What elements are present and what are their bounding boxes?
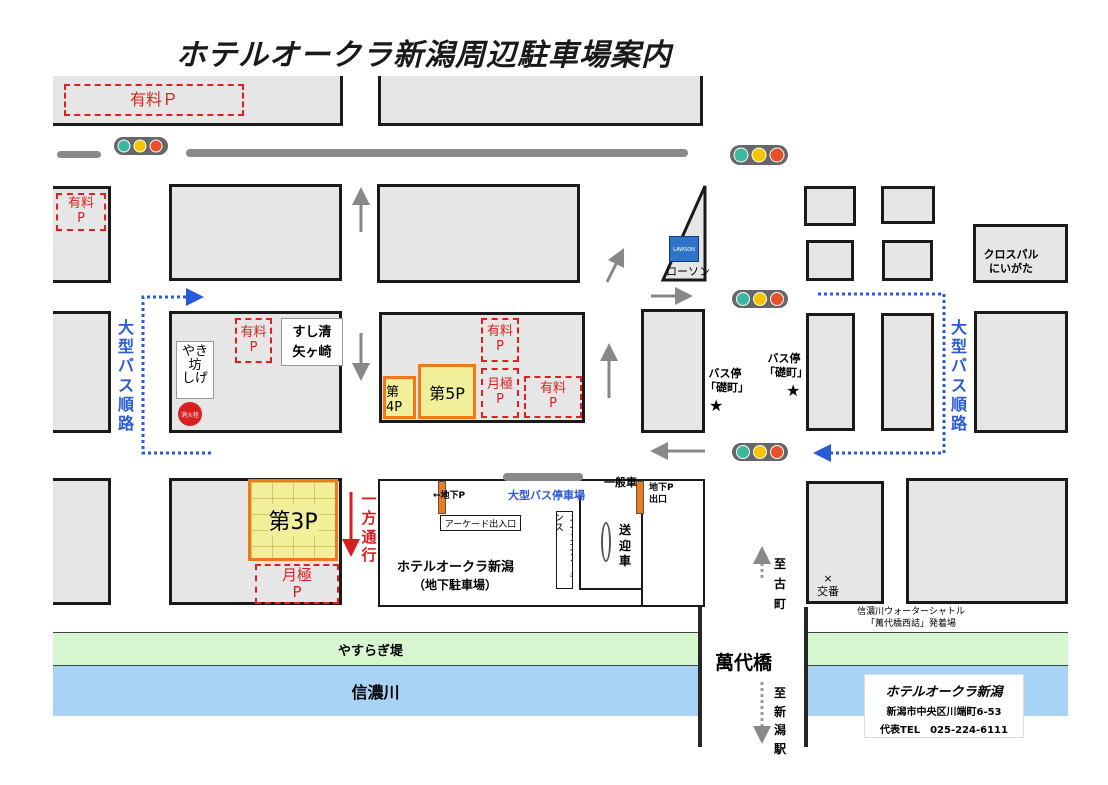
bus-stop-label: バス停「礎町」 [764,352,808,380]
block-small [806,240,854,281]
lawson-logo-icon: LAWSON [669,236,699,262]
bridge-rail-left [698,607,702,747]
yakibo-sign: やき坊しげ [176,341,214,399]
traffic-light-icon [730,145,788,165]
bus-stop-label: バス停「礎町」 [705,367,749,395]
koban-label: ×交番 [817,572,839,598]
road-median [57,151,101,158]
underground-parking-entrance-label: ←地下P [433,491,466,501]
direction-furumachi: 至古町 [773,557,786,611]
block-small [882,240,933,281]
hotel-info-box: ホテルオークラ新潟 新潟市中央区川端町6-53 代表TEL 025-224-61… [864,674,1024,738]
block-small [881,186,935,224]
block-top-right [378,76,703,126]
traffic-light-icon [114,137,168,155]
yasuragi-embankment-right [808,632,1068,666]
yasuragi-embankment: やすらぎ堤 [53,632,698,666]
hotel-name: ホテルオークラ新潟 [397,560,515,575]
crosspal-block [973,224,1068,283]
page-title: ホテルオークラ新潟周辺駐車場案内 [176,38,672,73]
shinano-river: 信濃川 [53,666,698,716]
bus-route-label-right: 大型バス順路 [950,318,967,433]
koban-block [806,481,884,604]
block-row3-e [881,313,934,431]
main-entrance: メインエントランス [556,511,573,589]
crosspal-label: クロスパルにいがた [983,248,1039,276]
bus-lot-label: 大型バス停車場 [508,489,585,502]
pickup-oval-icon [601,522,611,562]
arcade-entrance: アーケード出入口 [440,515,521,531]
hotel-block [378,479,705,607]
block-row3-c [641,309,705,433]
sushi-sign: すし清矢ヶ崎 [281,318,343,366]
road-median [186,149,688,157]
block-row2-left [53,186,111,283]
parking-lot-5: 第5P [418,364,476,419]
bus-stop-star-icon: ★ [786,381,801,400]
pickup-canopy-icon [503,473,583,481]
block-row3-left [53,311,111,433]
block-row2-a [169,184,342,281]
direction-niigata-station: 至新潟駅 [773,686,786,756]
block-row3-d [806,313,855,431]
bridge-rail-right [804,607,808,747]
traffic-light-icon [732,443,788,461]
hotel-subtitle: （地下駐車場） [413,578,498,592]
parking-lot-3: 第3P [248,479,338,561]
traffic-light-icon [732,290,788,308]
parking-lot-4: 第4P [383,376,416,419]
block-row4-right [906,478,1068,604]
info-hotel-name: ホテルオークラ新潟 [885,685,1003,700]
general-car-label: 一般車 [604,476,637,489]
fire-hydrant-icon: 消火栓 [178,402,202,426]
paid-parking-top: 有料Ｐ [64,84,244,116]
lawson-label: ローソン [666,265,710,278]
underground-parking-entrance [438,481,446,514]
bus-stop-star-icon: ★ [709,396,724,415]
pickup-label: 送迎車 [618,523,631,569]
one-way-label: 一方通行 [361,490,377,565]
bridge-label: 萬代橋 [715,652,773,674]
block-row3-f [974,311,1068,433]
water-shuttle-label: 信濃川ウォーターシャトル「萬代橋西詰」発着場 [857,607,965,629]
block-row4-left [53,478,111,605]
bus-route-label-left: 大型バス順路 [117,318,134,433]
info-tel: 代表TEL 025-224-6111 [880,725,1008,736]
block-row2-b [377,184,580,283]
block-small [804,186,856,226]
info-address: 新潟市中央区川端町6-53 [886,707,1002,718]
hotel-inner-line [641,495,643,607]
underground-parking-exit [636,481,644,514]
hotel-inner-frame [579,495,643,590]
